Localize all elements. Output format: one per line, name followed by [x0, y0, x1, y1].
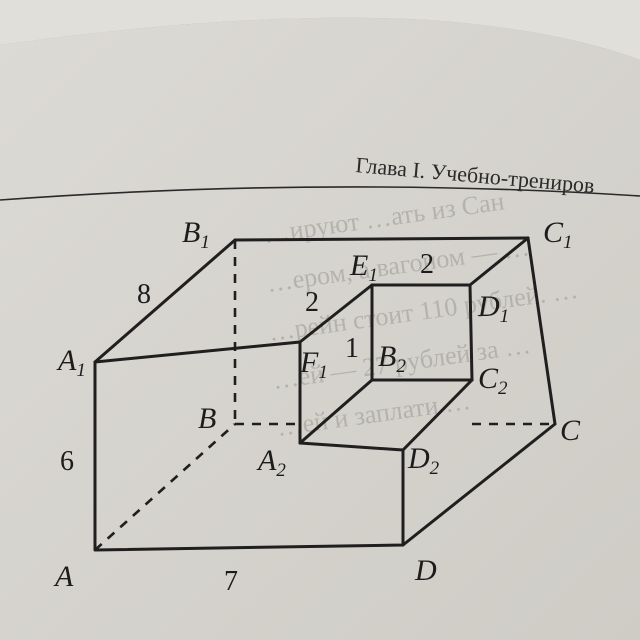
dimension-A1B1: 8: [137, 279, 151, 310]
edge-D2-C2: [401, 378, 474, 452]
edge-C-D: [401, 422, 557, 547]
edge-D1-C2: [468, 283, 474, 382]
page-curl: [0, 0, 640, 60]
vertex-label-B2: B2: [378, 340, 406, 377]
vertex-label-D2: D2: [407, 442, 440, 479]
vertex-labels: A D A1 B1 C1 C B E1 D1 F1 B2 C2 A2 D2: [53, 216, 581, 593]
edge-A2-B2: [298, 378, 374, 445]
vertex-label-F1: F1: [299, 346, 328, 383]
dimension-E1B2: 1: [345, 333, 359, 364]
vertex-label-D1: D1: [477, 290, 509, 327]
dimension-AA1: 6: [60, 446, 74, 477]
vertex-label-C1: C1: [543, 216, 573, 253]
visible-edges: [93, 236, 557, 552]
dimension-AD: 7: [224, 566, 238, 597]
edge-B1-C1: [233, 236, 530, 242]
edge-F1-E1: [298, 283, 374, 344]
edge-C1-D1: [468, 236, 530, 287]
vertex-label-A: A: [53, 560, 74, 593]
vertex-label-E1: E1: [349, 249, 378, 286]
vertex-label-C: C: [560, 414, 581, 447]
hidden-edges: [94, 240, 555, 551]
edge-A1-B1: [93, 238, 237, 364]
dimension-labels: 8 6 7 2 2 1: [60, 249, 434, 597]
edge-C1-C: [526, 236, 557, 426]
vertex-label-D: D: [414, 554, 437, 587]
vertex-label-A2: A2: [256, 444, 286, 481]
edge-A-B: [94, 423, 236, 551]
dimension-E1D1: 2: [420, 249, 434, 280]
dimension-F1E1: 2: [305, 287, 319, 318]
vertex-label-A1: A1: [56, 344, 86, 381]
header-rule: [0, 186, 640, 201]
vertex-label-B: B: [198, 402, 216, 435]
vertex-label-B1: B1: [182, 216, 210, 253]
vertex-label-C2: C2: [478, 362, 508, 399]
